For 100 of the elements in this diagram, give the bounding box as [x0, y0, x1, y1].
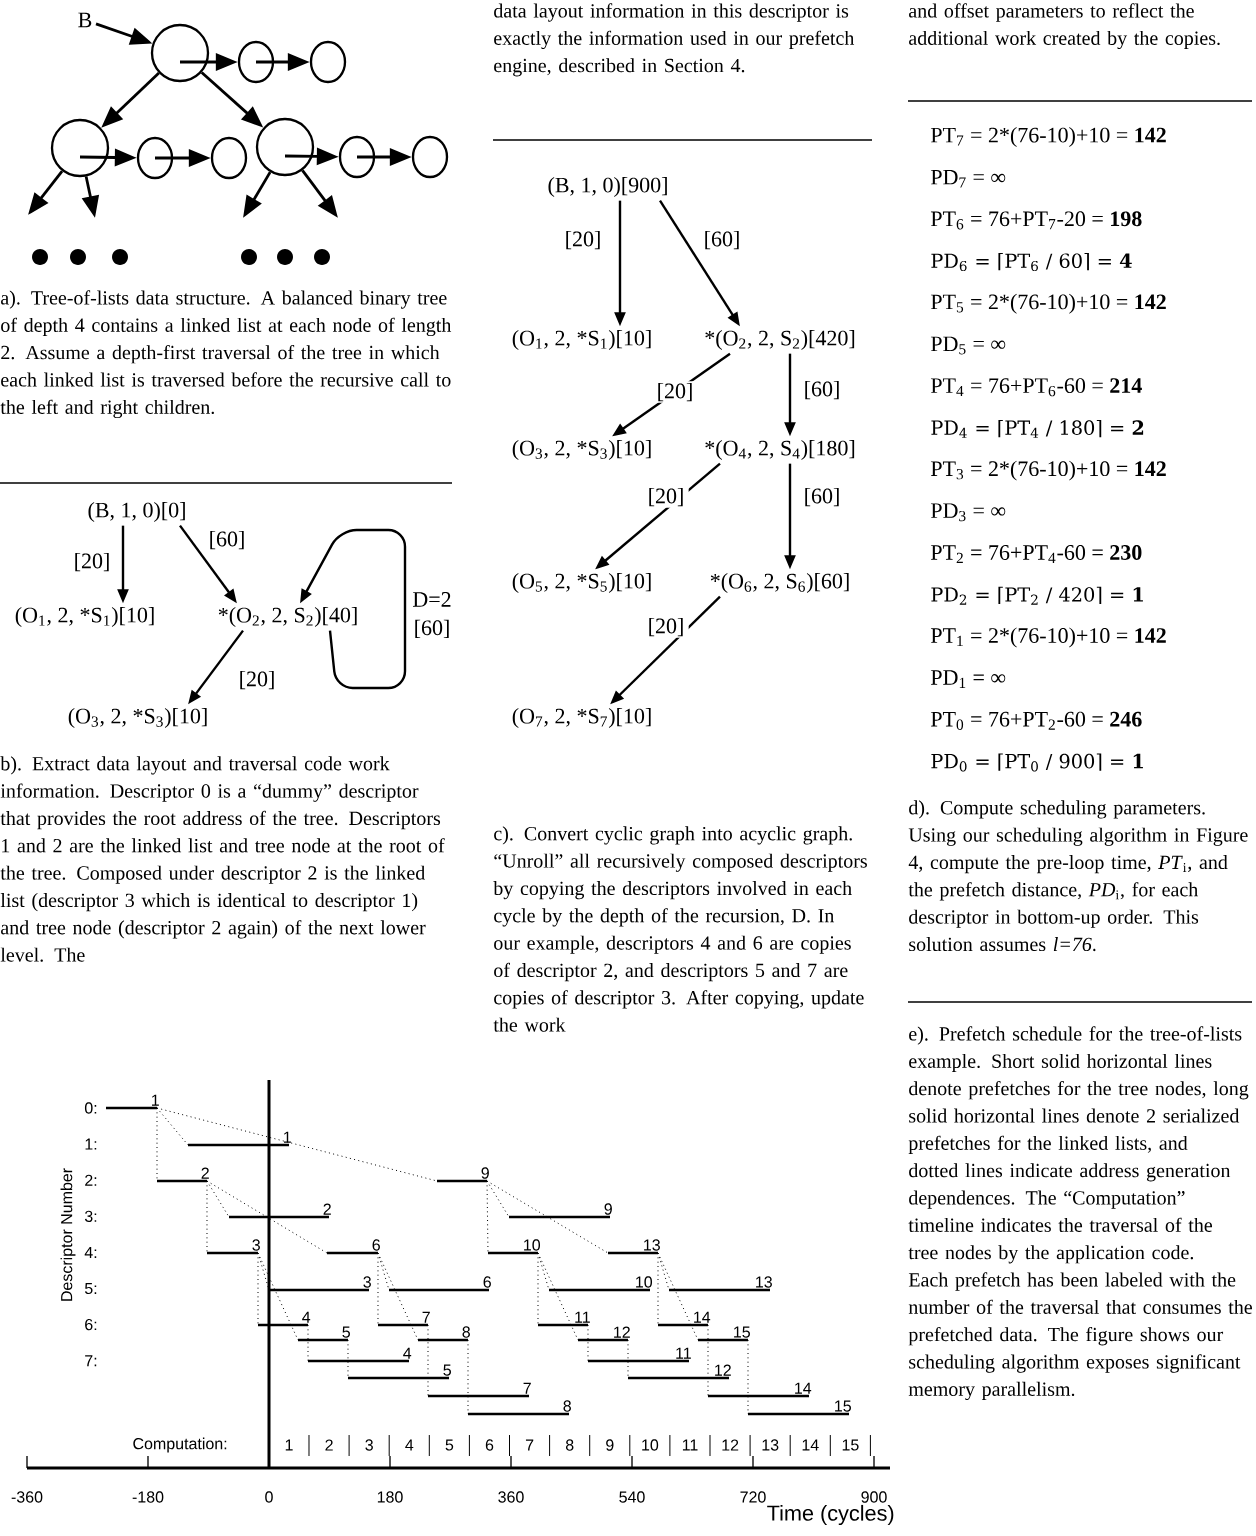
tick-label: 180 — [377, 1491, 403, 1503]
computation-number: 10 — [642, 1439, 659, 1451]
caption-text: data layout information in this descriptor is exactly the information used in our prefetch engine, described in Section 4. — [494, 3, 855, 77]
bar-number: 6 — [372, 1239, 380, 1251]
bar-number: 10 — [524, 1239, 541, 1251]
pointer-label: B — [78, 12, 92, 28]
equation: PT$_{1}$ = 2*(76-10)+10 = 142 — [930, 627, 1166, 648]
descriptor-label: (B, 1, 0)[900] — [548, 177, 667, 197]
caption-text: e). Prefetch schedule for the tree-of-lists example. Short solid horizontal lines denote prefetches for the tree nodes, long solid horizontal lines denote 2 serialized prefetches for the linked lists, and dotted lines indicate address generation dependences. The “Computation” timeline indicates the traversal of the tree nodes by the application code. Each prefetch has been labeled with the number of the traversal that consumes the prefetched data. The figure shows our scheduling algorithm exposes significant memory parallelism. — [908, 1026, 1252, 1401]
tick-label: -180 — [132, 1491, 164, 1503]
equation: PD$_{7}$ = ∞ — [930, 169, 1006, 188]
bar-number: 11 — [575, 1311, 590, 1323]
computation-number: 7 — [525, 1439, 534, 1451]
descriptor-label: *(O$_{6}$, 2, S$_{6}$)[60] — [710, 573, 849, 593]
list-node-circle — [411, 135, 449, 179]
descriptor-label: (O$_{3}$, 2, *S$_{3}$)[10] — [68, 708, 207, 728]
bar-number: 9 — [604, 1203, 612, 1215]
equation: PT$_{0}$ = 76+PT$_{2}$-60 = 246 — [930, 711, 1142, 730]
arrow — [300, 528, 407, 690]
tick-label: 360 — [498, 1491, 524, 1503]
descriptor-label: *(O$_{2}$, 2, S$_{2}$)[40] — [218, 607, 357, 627]
edge-label: [60] — [204, 529, 250, 551]
list-node-circle — [210, 136, 248, 180]
edge-label: [60] — [699, 229, 745, 251]
row-label: Computation: — [133, 1437, 227, 1453]
computation-number: 2 — [325, 1439, 333, 1451]
row-label: 4: — [84, 1246, 97, 1258]
bar-number: 5 — [342, 1326, 350, 1338]
bar-number: 2 — [323, 1203, 331, 1215]
bar-number: 12 — [715, 1364, 731, 1376]
bar-number: 7 — [523, 1382, 531, 1394]
equation: PT$_{4}$ = 76+PT$_{6}$-60 = 214 — [930, 378, 1142, 397]
bar-number: 5 — [443, 1364, 451, 1376]
computation-number: 4 — [405, 1439, 414, 1451]
bar-number: 15 — [734, 1326, 750, 1338]
equation: PT$_{6}$ = 76+PT$_{7}$-20 = 198 — [930, 211, 1142, 230]
equation: PD$_{3}$ = ∞ — [930, 503, 1006, 522]
computation-number: 9 — [606, 1439, 614, 1451]
computation-number: 11 — [682, 1439, 698, 1451]
bar-number: 12 — [614, 1326, 630, 1338]
list-node-circle — [338, 135, 376, 179]
equation: PD$_{2}$ = ⌈PT$_{2}$ / 420⌉ = 1 — [931, 586, 1143, 605]
bar-number: 9 — [481, 1167, 489, 1179]
bar-number: 2 — [201, 1167, 209, 1179]
row-label: 6: — [85, 1318, 97, 1331]
caption-text: and offset parameters to reflect the additional work created by the copies. — [909, 3, 1220, 50]
edge-label: [20] — [234, 669, 280, 691]
edge-label: D=2 [60] — [409, 590, 455, 640]
edge-label: [20] — [652, 381, 698, 403]
tick-label: 0 — [265, 1491, 273, 1503]
list-node-circle — [309, 40, 347, 84]
list-node-circle — [136, 136, 174, 180]
descriptor-label: (O$_{1}$, 2, *S$_{1}$)[10] — [512, 330, 651, 350]
computation-number: 1 — [285, 1439, 293, 1451]
edge-label: [60] — [799, 379, 845, 401]
descriptor-label: *(O$_{4}$, 2, S$_{4}$)[180] — [705, 440, 855, 460]
caption-text: c). Convert cyclic graph into acyclic graph. “Unroll” all recursively composed descriptors by copying the descriptors involved in each cycle by the depth of the recursion, D. In our example, descriptors 4 and 6 are copies of descriptor 2, and descriptors 5 and 7 are copies of descriptor 3. After copying, update the work — [493, 826, 867, 1032]
descriptor-label: *(O$_{2}$, 2, S$_{2}$)[420] — [705, 330, 855, 350]
bar-number: 10 — [636, 1276, 653, 1288]
bar-number: 11 — [676, 1347, 691, 1359]
bar-number: 14 — [795, 1382, 812, 1394]
tick-label: -360 — [11, 1491, 43, 1503]
computation-number: 5 — [445, 1439, 454, 1451]
computation-number: 3 — [365, 1439, 373, 1451]
descriptor-label: (O$_{1}$, 2, *S$_{1}$)[10] — [15, 607, 154, 627]
bar-number: 13 — [756, 1276, 772, 1288]
equation: PD$_{0}$ = ⌈PT$_{0}$ / 900⌉ = 1 — [931, 753, 1143, 772]
bar-number: 3 — [363, 1276, 371, 1288]
equation: PT$_{5}$ = 2*(76-10)+10 = 142 — [930, 293, 1166, 314]
bar-number: 4 — [403, 1347, 412, 1359]
caption-text: b). Extract data layout and traversal code work information. Descriptor 0 is a “dummy” descriptor that provides the root address of the tree. Descriptors 1 and 2 are the linked list and tree node at the root of the tree. Composed under descriptor 2 is the linked list (descriptor 3 which is identical to descriptor 1) and tree node (descriptor 2 again) of the next lower level. The — [0, 756, 445, 962]
descriptor-label: (O$_{5}$, 2, *S$_{5}$)[10] — [512, 573, 651, 593]
computation-number: 13 — [762, 1439, 779, 1451]
tree-node-circle — [255, 117, 315, 177]
row-label: 5: — [85, 1282, 97, 1295]
bar-number: 8 — [563, 1400, 571, 1412]
equation: PT$_{3}$ = 2*(76-10)+10 = 142 — [930, 460, 1166, 481]
computation-number: 8 — [565, 1439, 574, 1451]
bar-number: 15 — [835, 1400, 851, 1412]
row-label: 1: — [85, 1138, 97, 1150]
tick-label: 540 — [619, 1491, 645, 1503]
descriptor-label: (O$_{3}$, 2, *S$_{3}$)[10] — [512, 440, 651, 460]
edge-label: [60] — [799, 486, 845, 508]
edge-label: [20] — [560, 229, 606, 251]
caption-text: d). Compute scheduling parameters. Using our scheduling algorithm in Figure 4, compute the pre-loop time, PT$_{i}$, and the prefetch distance, PD$_{i}$, for each descriptor in bottom-up order. This solution assumes l=76. — [908, 800, 1248, 952]
row-label: 2: — [85, 1174, 97, 1186]
row-label: 7: — [85, 1355, 97, 1367]
bar-number: 7 — [422, 1311, 430, 1323]
edge-label: [20] — [643, 616, 689, 638]
bar-number: 3 — [252, 1239, 260, 1251]
axis-title: Time (cycles) — [767, 1504, 894, 1526]
bar-number: 1 — [152, 1094, 159, 1106]
computation-number: 15 — [842, 1439, 859, 1451]
computation-number: 14 — [802, 1439, 819, 1451]
equation: PD$_{6}$ = ⌈PT$_{6}$ / 60⌉ = 4 — [931, 253, 1132, 272]
equation: PT$_{2}$ = 76+PT$_{4}$-60 = 230 — [930, 545, 1142, 563]
computation-number: 12 — [722, 1439, 739, 1451]
list-node-circle — [237, 40, 275, 84]
caption-text: a). Tree-of-lists data structure. A balanced binary tree of depth 4 contains a linked list at each node of length 2. Assume a depth-first traversal of the tree in which each linked list is traversed before the recursive call to the left and right children. — [0, 290, 452, 419]
row-label: 3: — [84, 1210, 97, 1222]
